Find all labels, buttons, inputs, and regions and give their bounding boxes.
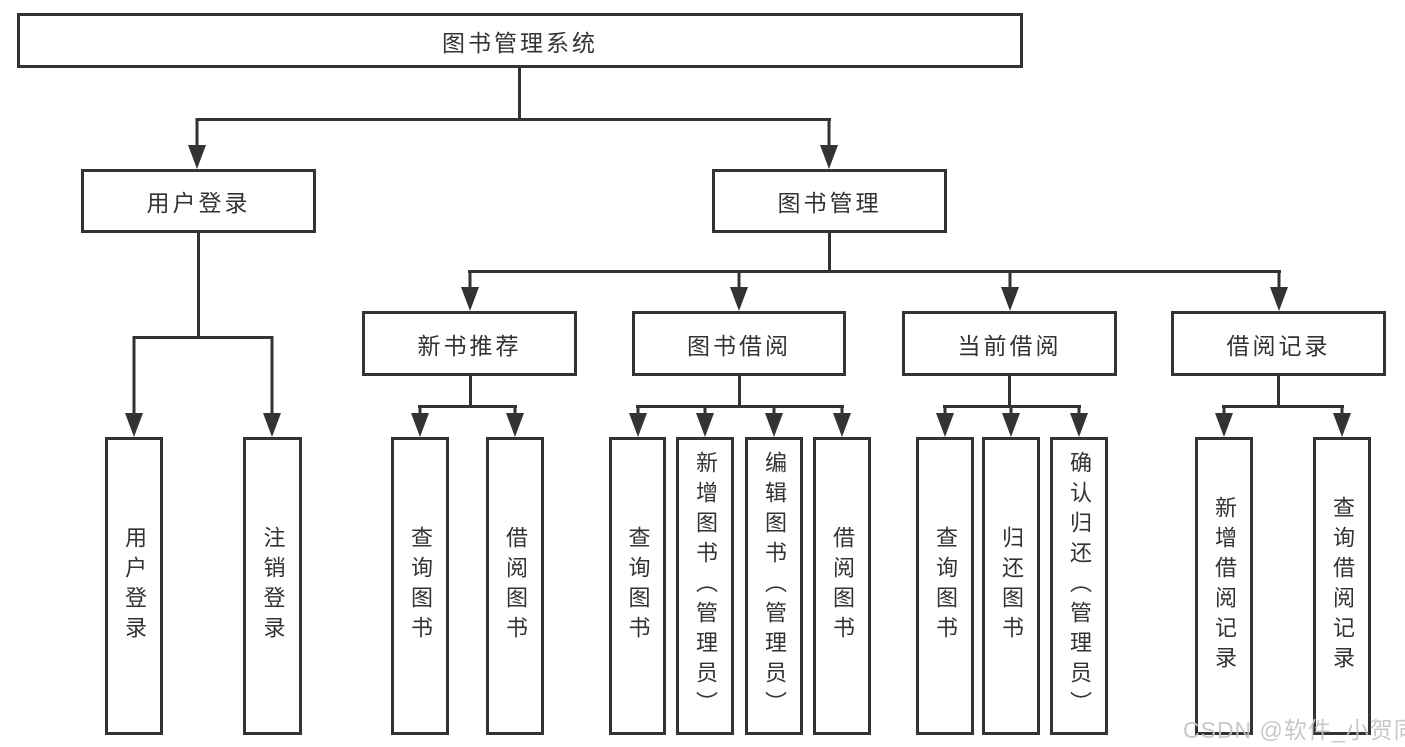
connector-root-branch xyxy=(196,118,831,121)
connector-recommend-branch xyxy=(418,405,517,408)
connector-records-branch xyxy=(1222,405,1344,408)
node-user-login: 用户登录 xyxy=(81,169,316,233)
connector-records-stem xyxy=(1277,376,1280,405)
arrow-to-new-book-recommend xyxy=(461,270,479,311)
leaf-user-login: 用户登录 xyxy=(105,437,163,735)
leaf-add-books-admin: 新增图书（管理员） xyxy=(676,437,734,735)
arrow-to-leaf-logout xyxy=(263,336,281,437)
arrow-to-return-books xyxy=(1002,405,1020,437)
arrow-to-book-borrow xyxy=(730,270,748,311)
connector-manage-branch xyxy=(468,270,1281,273)
node-borrow-records: 借阅记录 xyxy=(1171,311,1386,376)
leaf-query-books-recommend: 查询图书 xyxy=(391,437,449,735)
arrow-to-user-login xyxy=(188,118,206,169)
watermark: CSDN @软件_小贺同学 xyxy=(1183,717,1405,743)
leaf-query-borrow-record: 查询借阅记录 xyxy=(1313,437,1371,735)
connector-login-stem xyxy=(197,233,200,336)
arrow-to-add-books-admin xyxy=(696,405,714,437)
arrow-to-edit-books-admin xyxy=(765,405,783,437)
arrow-to-query-books-borrow xyxy=(629,405,647,437)
leaf-logout-login: 注销登录 xyxy=(243,437,302,735)
arrow-to-borrow-books-borrow xyxy=(833,405,851,437)
arrow-to-current-borrow xyxy=(1001,270,1019,311)
leaf-return-books: 归还图书 xyxy=(982,437,1040,735)
connector-borrow-stem xyxy=(738,376,741,405)
leaf-query-books-borrow: 查询图书 xyxy=(609,437,666,735)
node-book-management: 图书管理 xyxy=(712,169,947,233)
arrow-to-add-borrow-record xyxy=(1215,405,1233,437)
connector-manage-stem xyxy=(828,233,831,270)
arrow-to-confirm-return-admin xyxy=(1070,405,1088,437)
leaf-confirm-return-admin: 确认归还（管理员） xyxy=(1050,437,1108,735)
connector-borrow-branch xyxy=(636,405,844,408)
leaf-query-books-current: 查询图书 xyxy=(916,437,974,735)
leaf-edit-books-admin: 编辑图书（管理员） xyxy=(745,437,803,735)
arrow-to-borrow-records xyxy=(1270,270,1288,311)
connector-login-branch xyxy=(133,336,273,339)
leaf-add-borrow-record: 新增借阅记录 xyxy=(1195,437,1253,735)
arrow-to-borrow-books-recommend xyxy=(506,405,524,437)
leaf-borrow-books-recommend: 借阅图书 xyxy=(486,437,544,735)
node-book-borrow: 图书借阅 xyxy=(632,311,846,376)
node-current-borrow: 当前借阅 xyxy=(902,311,1117,376)
arrow-to-query-books-current xyxy=(936,405,954,437)
leaf-borrow-books-borrow: 借阅图书 xyxy=(813,437,871,735)
arrow-to-book-management xyxy=(820,118,838,169)
connector-root-stem xyxy=(518,68,521,118)
arrow-to-query-borrow-record xyxy=(1333,405,1351,437)
arrow-to-query-books-recommend xyxy=(411,405,429,437)
connector-current-stem xyxy=(1008,376,1011,405)
arrow-to-leaf-user-login xyxy=(125,336,143,437)
node-new-book-recommend: 新书推荐 xyxy=(362,311,577,376)
node-root: 图书管理系统 xyxy=(17,13,1023,68)
connector-recommend-stem xyxy=(469,376,472,405)
